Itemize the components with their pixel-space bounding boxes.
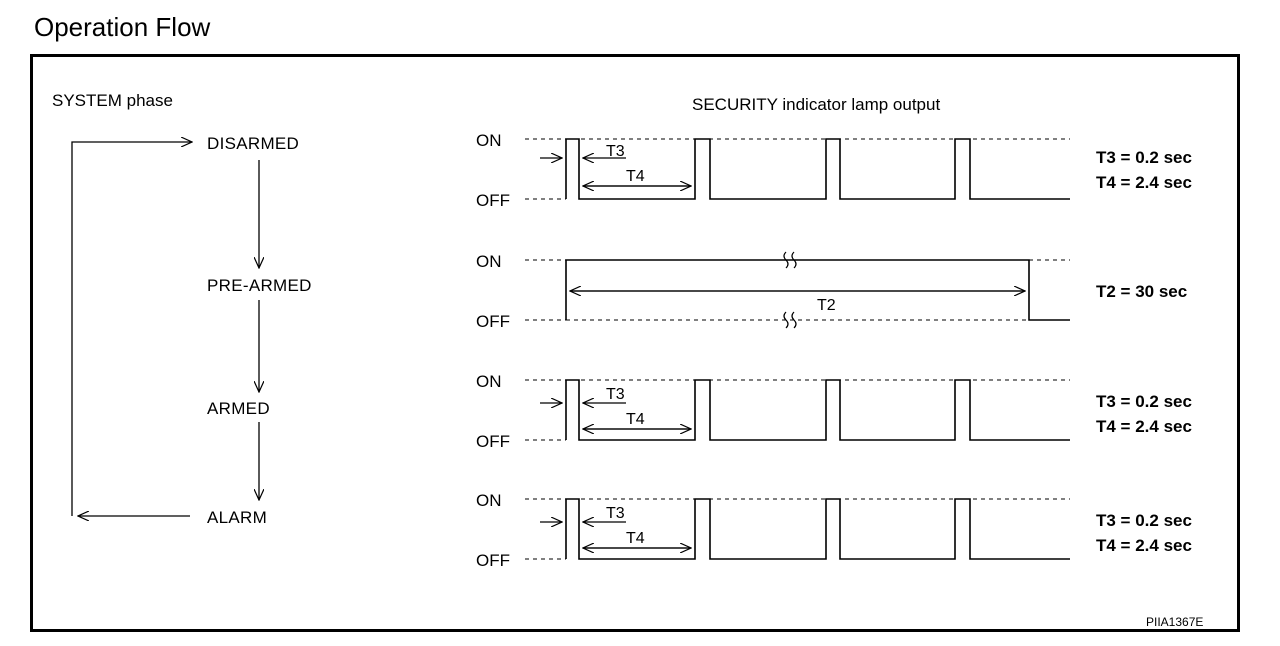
t4-mark-row-1: T4: [626, 168, 645, 185]
on-label-row-3: ON: [476, 372, 502, 391]
note-t4-row-3: T4 = 2.4 sec: [1096, 417, 1192, 436]
phase-label-armed: ARMED: [207, 399, 270, 418]
t3-mark-row-4: T3: [606, 505, 625, 522]
waveform-row-disarmed: [525, 138, 1070, 200]
waveform-row-pre-armed: [525, 251, 1070, 329]
t3-mark-row-1: T3: [606, 143, 625, 160]
off-label-row-1: OFF: [476, 191, 510, 210]
t3-mark-row-3: T3: [606, 386, 625, 403]
phase-label-alarm: ALARM: [207, 508, 267, 527]
lamp-output-heading: SECURITY indicator lamp output: [692, 95, 940, 114]
note-t3-row-3: T3 = 0.2 sec: [1096, 392, 1192, 411]
note-t3-row-1: T3 = 0.2 sec: [1096, 148, 1192, 167]
t4-mark-row-4: T4: [626, 530, 645, 547]
note-t4-row-1: T4 = 2.4 sec: [1096, 173, 1192, 192]
note-t4-row-4: T4 = 2.4 sec: [1096, 536, 1192, 555]
note-t3-row-4: T3 = 0.2 sec: [1096, 511, 1192, 530]
phase-label-disarmed: DISARMED: [207, 134, 299, 153]
t4-mark-row-3: T4: [626, 411, 645, 428]
diagram-frame: [30, 54, 1240, 632]
on-label-row-1: ON: [476, 131, 502, 150]
on-label-row-4: ON: [476, 491, 502, 510]
reference-code: PIIA1367E: [1146, 615, 1203, 629]
page-title: Operation Flow: [34, 12, 211, 42]
on-label-row-2: ON: [476, 252, 502, 271]
off-label-row-2: OFF: [476, 312, 510, 331]
signal-state-labels: ON OFF ON OFF ON OFF ON OFF: [476, 131, 510, 570]
phase-flow-arrows: [71, 142, 259, 516]
system-phase-heading: SYSTEM phase: [52, 91, 173, 110]
off-label-row-4: OFF: [476, 551, 510, 570]
arrow-return-to-disarmed: [71, 142, 192, 516]
phase-label-pre-armed: PRE-ARMED: [207, 276, 312, 295]
waveform-row-alarm: [525, 498, 1070, 560]
off-label-row-3: OFF: [476, 432, 510, 451]
waveform-row-armed: [525, 379, 1070, 441]
t2-mark-row-2: T2: [817, 297, 836, 314]
note-t2-row-2: T2 = 30 sec: [1096, 282, 1187, 301]
